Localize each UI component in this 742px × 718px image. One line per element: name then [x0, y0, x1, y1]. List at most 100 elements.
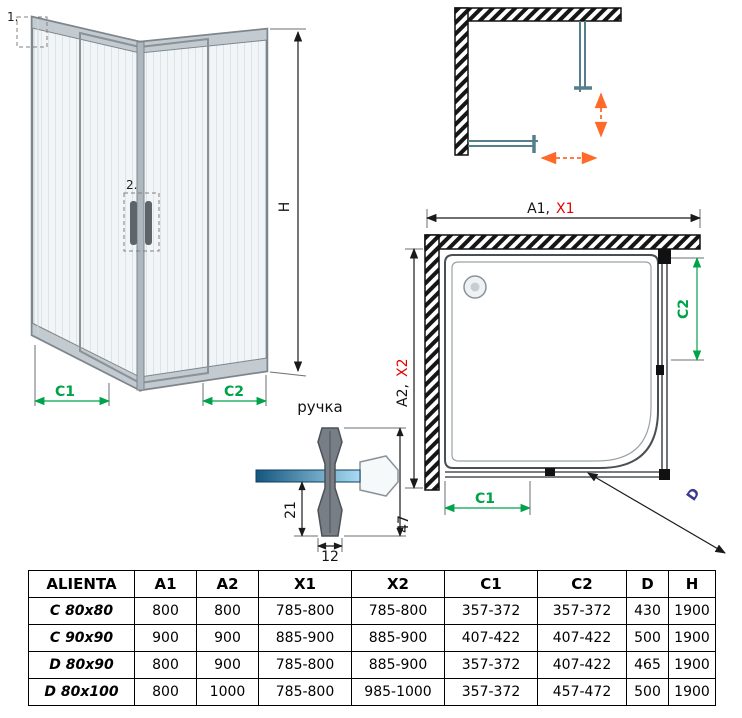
- table-cell: 900: [196, 624, 259, 652]
- header-c2: C2: [537, 570, 627, 598]
- header-h: H: [668, 570, 716, 598]
- dim-x2-label: X2: [395, 359, 411, 378]
- callout-1-label: 1.: [7, 10, 18, 24]
- table-cell: 357-372: [444, 651, 538, 679]
- header-x1: X1: [258, 570, 352, 598]
- table-cell: 885-900: [351, 624, 445, 652]
- table-cell: 800: [134, 651, 197, 679]
- dim-a1-x1: A1, X1: [425, 201, 702, 228]
- right-door-handle-mark: [656, 365, 664, 375]
- header-a1: A1: [134, 570, 197, 598]
- table-cell: 800: [134, 678, 197, 706]
- dim-21-label: 21: [283, 501, 299, 519]
- table-cell: 500: [626, 678, 669, 706]
- table-cell: 457-472: [537, 678, 627, 706]
- dim-c2-iso: C2: [201, 375, 268, 406]
- table-cell: 357-372: [444, 678, 538, 706]
- table-row: D 80x100 800 1000 785-800 985-1000 357-3…: [28, 678, 716, 706]
- table-cell: 1900: [668, 624, 716, 652]
- shower-tray: [444, 254, 659, 469]
- door-handles: [130, 201, 152, 245]
- table-cell: 500: [626, 624, 669, 652]
- table-cell: 785-800: [258, 678, 352, 706]
- table-cell: 407-422: [444, 624, 538, 652]
- dim-c1-plan-label: C1: [475, 491, 495, 507]
- table-cell: 885-900: [351, 651, 445, 679]
- sliding-door-horizontal: [468, 135, 538, 153]
- dim-c1-plan: C1: [443, 481, 532, 515]
- plan-view-drawing: A1, X1 A2, X2: [395, 201, 726, 554]
- callout-2-label: 2.: [126, 178, 137, 192]
- model-cell: D 80x90: [28, 651, 135, 679]
- wall-left-hatched: [454, 7, 469, 156]
- table-cell: 430: [626, 597, 669, 625]
- table-cell: 800: [196, 597, 259, 625]
- wall-left-hatched-plan: [424, 234, 440, 491]
- dim-a2-x2: A2, X2: [395, 247, 423, 490]
- table-cell: 1900: [668, 597, 716, 625]
- glass-wall-right-plan: [656, 249, 671, 473]
- glass-wall-bottom-plan: [445, 468, 670, 480]
- header-alienta: ALIENTA: [28, 570, 135, 598]
- bottom-door-handle-mark: [545, 468, 555, 476]
- table-cell: 407-422: [537, 624, 627, 652]
- wall-top-hatched-plan: [424, 234, 701, 250]
- model-cell: D 80x100: [28, 678, 135, 706]
- sliding-door-vertical: [574, 21, 592, 92]
- dim-x1-label: X1: [556, 201, 575, 217]
- table-cell: 800: [134, 597, 197, 625]
- table-header-row: ALIENTA A1 A2 X1 X2 C1 C2 D H: [28, 570, 716, 598]
- dim-c2-plan: C2: [671, 256, 704, 362]
- header-c1: C1: [444, 570, 538, 598]
- table-cell: 407-422: [537, 651, 627, 679]
- table-cell: 1900: [668, 678, 716, 706]
- top-wall-bracket: [658, 249, 671, 264]
- handle-detail-title: ручка: [297, 398, 343, 416]
- dim-c1-iso: C1: [33, 345, 111, 406]
- dim-47-label: 47: [396, 515, 412, 533]
- dim-a1-label: A1,: [527, 201, 550, 217]
- table-cell: 785-800: [258, 597, 352, 625]
- glass-edge-bar: [255, 469, 361, 483]
- table-row: C 80x80 800 800 785-800 785-800 357-372 …: [28, 597, 716, 625]
- table-cell: 985-1000: [351, 678, 445, 706]
- dim-a2-label: A2,: [395, 384, 411, 407]
- table-row: D 80x90 800 900 785-800 885-900 357-372 …: [28, 651, 716, 679]
- table-cell: 465: [626, 651, 669, 679]
- corner-post-mark: [659, 469, 670, 480]
- wall-top-hatched: [454, 7, 622, 22]
- header-a2: A2: [196, 570, 259, 598]
- dim-12-label: 12: [321, 549, 339, 565]
- dim-c2-label: C2: [224, 384, 244, 400]
- table-row: C 90x90 900 900 885-900 885-900 407-422 …: [28, 624, 716, 652]
- table-cell: 900: [134, 624, 197, 652]
- table-cell: 357-372: [537, 597, 627, 625]
- table-cell: 1900: [668, 651, 716, 679]
- dim-d: D: [587, 472, 726, 554]
- dim-h-label: H: [277, 202, 293, 213]
- table-cell: 1000: [196, 678, 259, 706]
- model-cell: C 80x80: [28, 597, 135, 625]
- dim-12: 12: [317, 538, 343, 565]
- table-cell: 357-372: [444, 597, 538, 625]
- top-corner-view-drawing: [454, 7, 622, 165]
- slide-direction-arrows: [540, 92, 608, 165]
- table-cell: 785-800: [258, 651, 352, 679]
- header-d: D: [626, 570, 669, 598]
- dimensions-table: ALIENTA A1 A2 X1 X2 C1 C2 D H C 80x80 80…: [28, 570, 716, 706]
- iso-view-drawing: 1. 2. H C1 C2: [7, 10, 307, 406]
- corner-post: [136, 41, 145, 391]
- dim-47: 47: [344, 427, 412, 537]
- model-cell: C 90x90: [28, 624, 135, 652]
- table-cell: 900: [196, 651, 259, 679]
- handle-detail-drawing: ручка 21 12 47: [255, 398, 412, 565]
- dim-c2-plan-label: C2: [676, 299, 692, 319]
- callout-1: 1.: [7, 10, 48, 48]
- callout-2: 2.: [123, 178, 160, 252]
- handle-grip-end: [359, 455, 399, 497]
- dim-d-label: D: [684, 485, 704, 504]
- dim-h: H: [269, 28, 307, 377]
- header-x2: X2: [351, 570, 445, 598]
- dim-c1-label: C1: [55, 384, 75, 400]
